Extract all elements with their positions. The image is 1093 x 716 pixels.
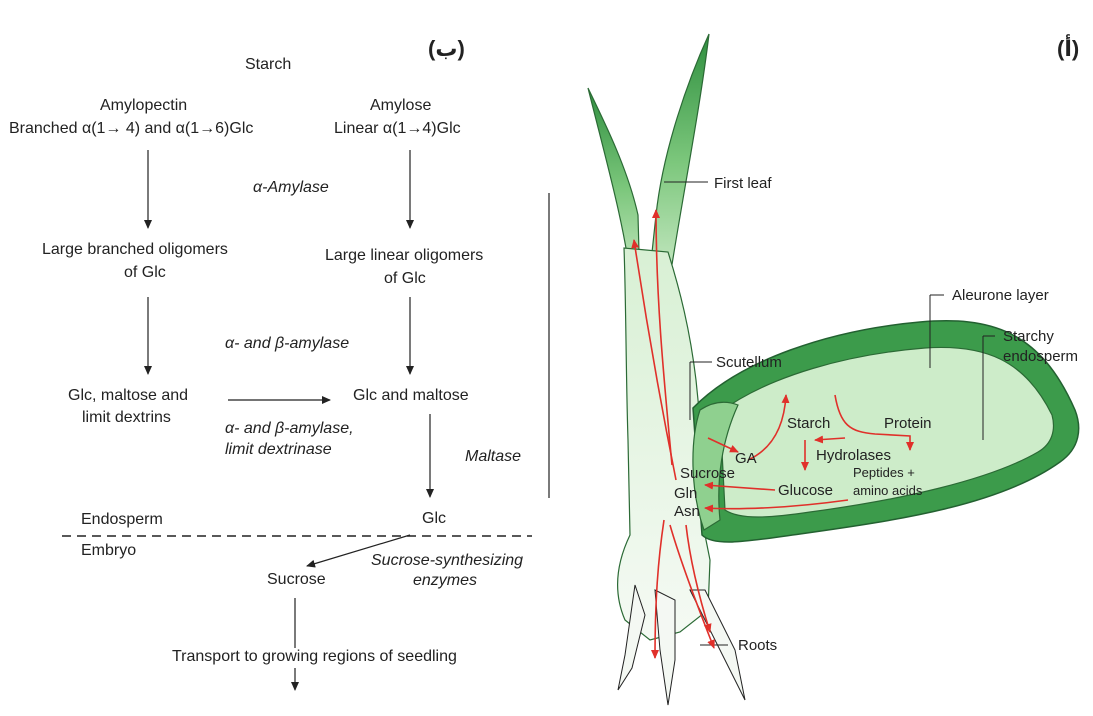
- peptides-line2: amino acids: [853, 483, 923, 498]
- sucrose-enzymes-line2: enzymes: [413, 572, 477, 589]
- linear-oligomers-line2: of Glc: [384, 270, 426, 287]
- amylose-description: Linear α(1→4)Glc: [334, 120, 461, 137]
- peptides-line1: Peptides +: [853, 465, 915, 480]
- panel-b-flowchart: (ب) Starch Amylopectin Branched α(1→ 4) …: [9, 36, 532, 690]
- starch-label-a: Starch: [787, 415, 830, 432]
- hydrolases-label: Hydrolases: [816, 447, 891, 464]
- amylopectin-label: Amylopectin: [100, 97, 187, 114]
- glc-maltose-label: Glc and maltose: [353, 387, 469, 404]
- limit-products-line1: Glc, maltose and: [68, 387, 188, 404]
- panel-b-label: (ب): [428, 36, 465, 61]
- sucrose-enzymes-line1: Sucrose-synthesizing: [371, 552, 523, 569]
- scutellum-label: Scutellum: [716, 354, 782, 371]
- starchy-endosperm-line2: endosperm: [1003, 348, 1078, 365]
- aleurone-layer-label: Aleurone layer: [952, 287, 1049, 304]
- limit-dextrinase-line2: limit dextrinase: [225, 441, 332, 458]
- glc-label: Glc: [422, 510, 446, 527]
- alpha-amylase-label: α-Amylase: [253, 179, 329, 196]
- endosperm-label: Endosperm: [81, 511, 163, 528]
- asn-label: Asn: [674, 503, 700, 520]
- panel-a-illustration: (أ): [588, 33, 1079, 705]
- limit-products-line2: limit dextrins: [82, 409, 171, 426]
- amylose-label: Amylose: [370, 97, 431, 114]
- sucrose-label: Sucrose: [267, 571, 326, 588]
- branched-oligomers-line1: Large branched oligomers: [42, 241, 228, 258]
- protein-label: Protein: [884, 415, 932, 432]
- root-middle: [655, 590, 675, 705]
- first-leaf-label: First leaf: [714, 175, 772, 192]
- alpha-beta-amylase-label: α- and β-amylase: [225, 335, 349, 352]
- amylopectin-description: Branched α(1→ 4) and α(1→6)Glc: [9, 120, 253, 137]
- glucose-label: Glucose: [778, 482, 833, 499]
- embryo-label: Embryo: [81, 542, 136, 559]
- transport-label: Transport to growing regions of seedling: [172, 648, 457, 665]
- linear-oligomers-line1: Large linear oligomers: [325, 247, 483, 264]
- starch-label: Starch: [245, 56, 291, 73]
- roots-label: Roots: [738, 637, 777, 654]
- starchy-endosperm-line1: Starchy: [1003, 328, 1054, 345]
- sucrose-label-a: Sucrose: [680, 465, 735, 482]
- branched-oligomers-line2: of Glc: [124, 264, 166, 281]
- panel-a-label: (أ): [1057, 33, 1079, 61]
- ga-label: GA: [735, 450, 757, 467]
- gln-label: Gln: [674, 485, 697, 502]
- maltase-label: Maltase: [465, 448, 521, 465]
- limit-dextrinase-line1: α- and β-amylase,: [225, 420, 354, 437]
